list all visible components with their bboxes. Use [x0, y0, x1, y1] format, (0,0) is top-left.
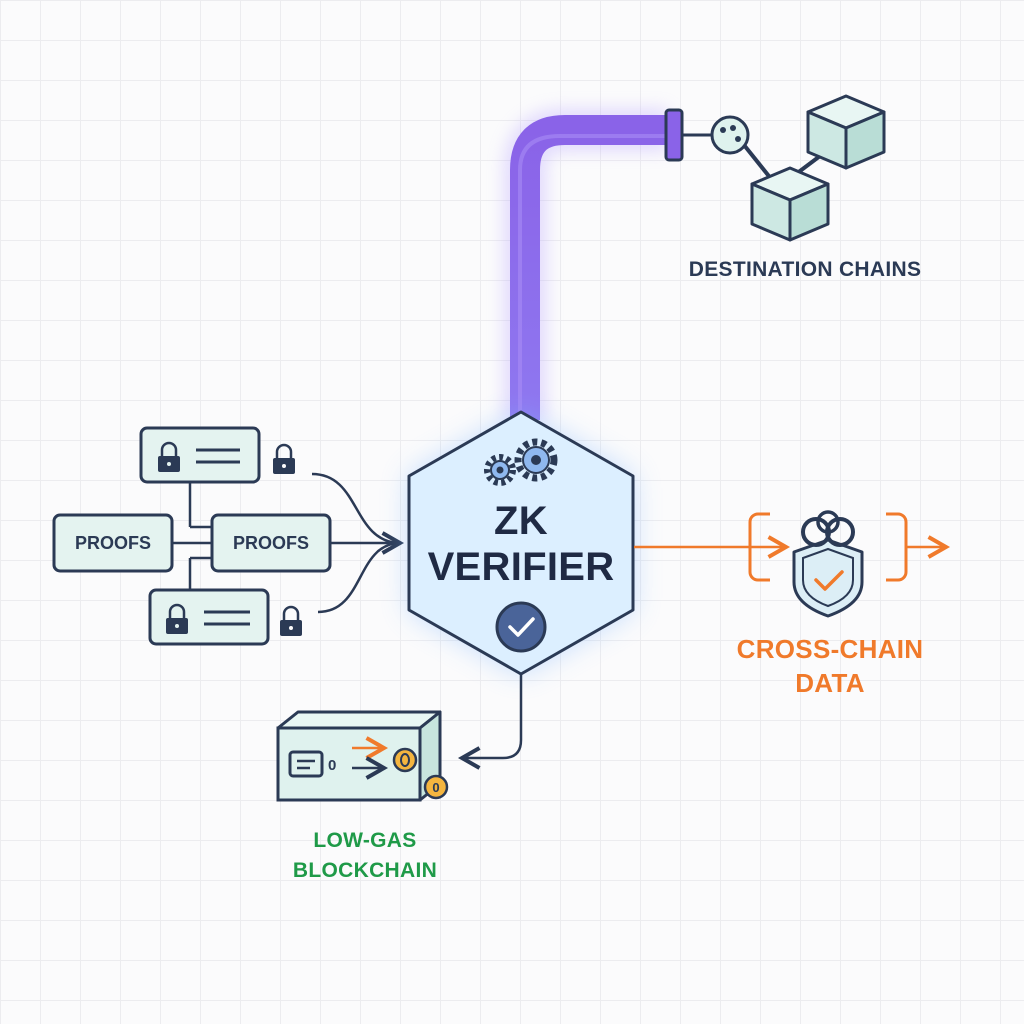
cube-icon	[750, 166, 830, 242]
cross-chain-line1: CROSS-CHAIN	[736, 634, 924, 664]
lock-icon	[166, 603, 188, 634]
cube-icon	[806, 94, 886, 170]
zk-verifier-label: ZK VERIFIER	[418, 498, 624, 590]
gear-icon	[484, 454, 516, 486]
lock-icon	[273, 443, 295, 474]
zk-verifier-node	[407, 410, 635, 676]
proof-card-bottom	[148, 588, 270, 646]
proofs-label-left: PROOFS	[74, 532, 151, 553]
document-icon	[288, 750, 324, 778]
coin-icon	[392, 747, 418, 773]
proofs-cluster	[52, 426, 405, 646]
checkmark-icon	[495, 601, 547, 653]
low-gas-line2: BLOCKCHAIN	[292, 859, 438, 882]
low-gas-graphic: 0 0	[276, 674, 523, 802]
low-gas-line1: LOW-GAS	[313, 829, 417, 852]
coin-icon: 0	[423, 774, 449, 800]
cross-chain-line2: DATA	[795, 668, 865, 698]
proof-card-left	[52, 513, 174, 573]
joint-node	[710, 115, 750, 155]
lock-icon	[158, 441, 180, 472]
destination-chains-label: DESTINATION CHAINS	[688, 258, 922, 281]
cross-chain-label: CROSS-CHAIN DATA	[700, 632, 960, 700]
destination-chains-graphic	[682, 94, 886, 242]
shield-check-icon	[792, 538, 864, 618]
proof-card-top	[139, 426, 261, 484]
proofs-label-center: PROOFS	[232, 532, 309, 553]
low-gas-label: LOW-GAS BLOCKCHAIN	[250, 826, 480, 886]
zk-verifier-line2: VERIFIER	[427, 545, 615, 589]
coin-digit: 0	[432, 780, 439, 795]
lock-icon	[280, 605, 302, 636]
zk-verifier-line1: ZK	[494, 499, 548, 543]
gear-icon	[514, 438, 558, 482]
counter-digit: 0	[328, 757, 336, 774]
cross-chain-graphic	[634, 510, 951, 618]
link-icon	[801, 510, 855, 547]
